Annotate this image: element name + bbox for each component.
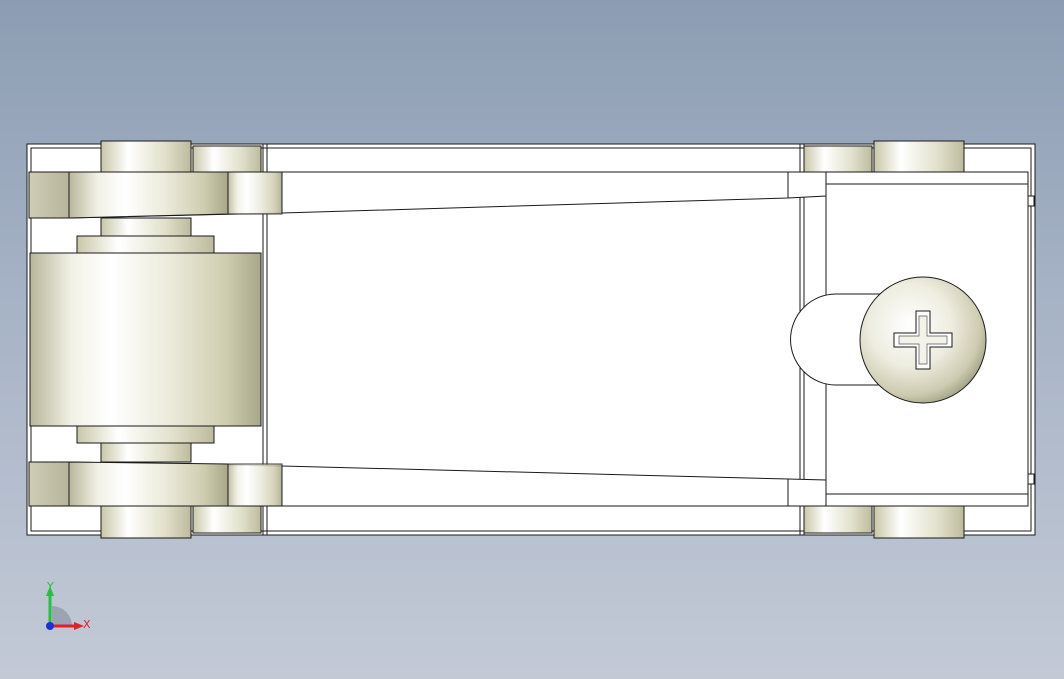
lever-hubs (68, 171, 283, 507)
y-axis-label: Y (46, 580, 54, 593)
z-axis-dot (46, 622, 54, 630)
axle-shaft (76, 217, 215, 463)
roller-body (29, 252, 262, 427)
x-axis-label: X (83, 618, 91, 631)
coordinate-triad: Y X (46, 580, 91, 631)
phillips-screw-head-icon[interactable] (859, 276, 987, 404)
left-end-blocks (28, 171, 70, 507)
lever-arms[interactable] (68, 171, 1029, 507)
bottom-pins (100, 505, 965, 539)
roller[interactable] (29, 252, 262, 427)
